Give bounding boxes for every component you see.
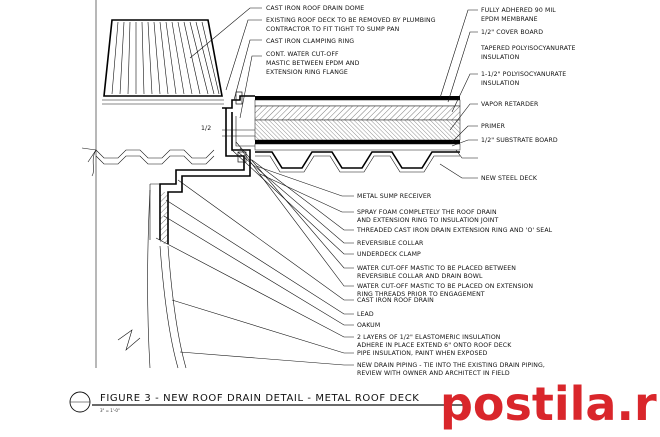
label-drain-piping-2: REVIEW WITH OWNER AND ARCHITECT IN FIELD xyxy=(357,370,510,377)
label-mastic-collar-1: WATER CUT-OFF MASTIC TO BE PLACED BETWEE… xyxy=(357,265,516,272)
label-tapered-2: INSULATION xyxy=(481,54,520,61)
figure-caption: FIGURE 3 - NEW ROOF DRAIN DETAIL - METAL… xyxy=(100,393,419,404)
drain-dome xyxy=(102,19,224,105)
label-primer: PRIMER xyxy=(481,123,506,130)
label-sump-receiver: METAL SUMP RECEIVER xyxy=(357,193,432,200)
label-mastic-threads-1: WATER CUT-OFF MASTIC TO BE PLACED ON EXT… xyxy=(357,283,533,290)
drain-body xyxy=(147,91,255,369)
label-cutoff-3: EXTENSION RING FLANGE xyxy=(266,69,348,76)
roof-assembly xyxy=(254,96,461,173)
leader-lines xyxy=(155,7,478,366)
label-extension-ring: THREADED CAST IRON DRAIN EXTENSION RING … xyxy=(356,227,553,234)
label-pipe-insulation: PIPE INSULATION, PAINT WHEN EXPOSED xyxy=(357,350,487,357)
existing-roof-deck xyxy=(81,147,215,165)
label-spray-foam-2: AND EXTENSION RING TO INSULATION JOINT xyxy=(357,217,498,224)
label-underdeck-clamp: UNDERDECK CLAMP xyxy=(357,251,421,258)
label-existing-deck-1: EXISTING ROOF DECK TO BE REMOVED BY PLUM… xyxy=(266,17,436,24)
label-lead: LEAD xyxy=(357,311,374,318)
label-cover-board: 1/2" COVER BOARD xyxy=(481,29,543,36)
label-reversible-collar: REVERSIBLE COLLAR xyxy=(357,240,424,247)
label-spray-foam-1: SPRAY FOAM COMPLETELY THE ROOF DRAIN xyxy=(357,209,497,216)
label-drain-piping-1: NEW DRAIN PIPING - TIE INTO THE EXISTING… xyxy=(357,362,545,369)
label-polyiso-1: 1-1/2" POLYISOCYANURATE xyxy=(481,71,566,78)
label-clamping-ring: CAST IRON CLAMPING RING xyxy=(266,38,354,45)
label-mastic-collar-2: REVERSIBLE COLLAR AND DRAIN BOWL xyxy=(357,273,483,280)
label-drain-dome: CAST IRON ROOF DRAIN DOME xyxy=(266,5,364,12)
label-epdm-2: EPDM MEMBRANE xyxy=(481,16,538,23)
label-cutoff-1: CONT. WATER CUT-OFF xyxy=(266,51,339,58)
label-existing-deck-2: CONTRACTOR TO FIT TIGHT TO SUMP PAN xyxy=(266,26,400,33)
label-epdm-1: FULLY ADHERED 90 MIL xyxy=(481,7,556,14)
label-polyiso-2: INSULATION xyxy=(481,80,520,87)
slope-note: 1/2 xyxy=(201,125,211,132)
label-substrate-board: 1/2" SUBSTRATE BOARD xyxy=(481,137,558,144)
label-elastomeric-1: 2 LAYERS OF 1/2" ELASTOMERIC INSULATION xyxy=(357,334,501,341)
callout-labels: CAST IRON ROOF DRAIN DOME EXISTING ROOF … xyxy=(266,5,576,377)
label-tapered-1: TAPERED POLYISOCYANURATE xyxy=(480,45,576,52)
label-elastomeric-2: ADHERE IN PLACE EXTEND 6" ONTO ROOF DECK xyxy=(357,342,512,349)
label-steel-deck: NEW STEEL DECK xyxy=(481,175,538,182)
label-roof-drain: CAST IRON ROOF DRAIN xyxy=(357,297,434,304)
label-oakum: OAKUM xyxy=(357,322,380,329)
figure-scale: 3" = 1'-0" xyxy=(100,408,120,413)
label-cutoff-2: MASTIC BETWEEN EPDM AND xyxy=(266,60,360,67)
label-mastic-threads-2: RING THREADS PRIOR TO ENGAGEMENT xyxy=(357,291,485,298)
label-vapor-retarder: VAPOR RETARDER xyxy=(481,101,539,108)
figure-title-block: FIGURE 3 - NEW ROOF DRAIN DETAIL - METAL… xyxy=(69,391,470,413)
break-symbol xyxy=(91,149,141,351)
watermark: postila.ru xyxy=(440,377,660,431)
